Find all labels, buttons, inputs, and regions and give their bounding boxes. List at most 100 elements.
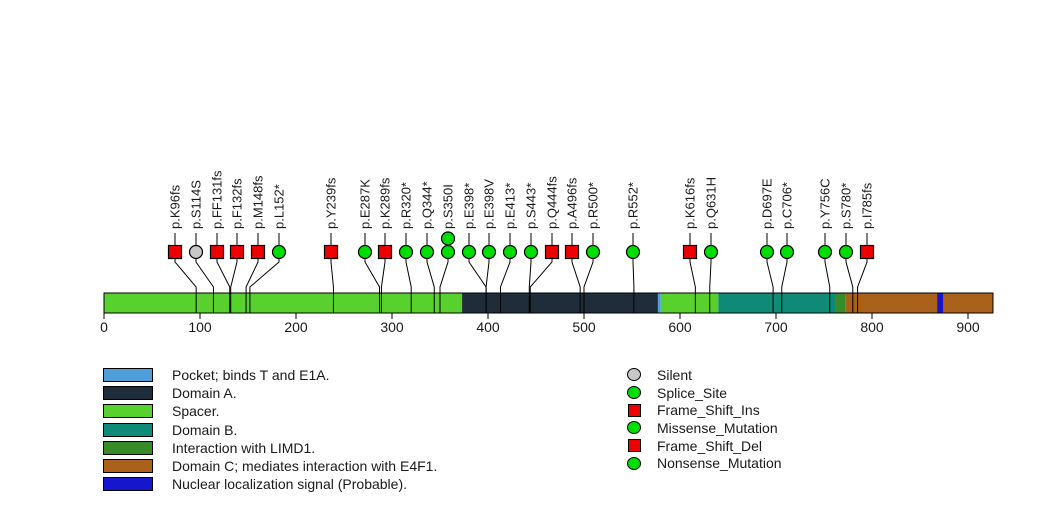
mutation-label: p.K616fs (683, 177, 698, 229)
axis-tick-label: 500 (572, 319, 596, 335)
lollipop-connector (485, 258, 490, 313)
mutation-marker-square (229, 244, 245, 260)
mutation-label: p.R552* (626, 182, 641, 229)
axis-tick-label: 0 (100, 319, 108, 335)
lollipop-connector (230, 258, 238, 313)
mutation-label: p.K96fs (168, 184, 183, 229)
domain-legend: Pocket; binds T and E1A.Domain A.Spacer.… (103, 366, 437, 493)
lollipop-connector (781, 258, 788, 313)
mutation-type-marker-circle (627, 386, 641, 400)
domain-swatch-spacer (103, 404, 153, 419)
mutation-label: p.Q344* (420, 181, 435, 229)
lollipop-connector (571, 258, 581, 313)
mutation-type-legend-label: Silent (657, 366, 693, 383)
lollipop-connector (216, 258, 231, 313)
lollipop-connector (364, 258, 381, 313)
mutation-marker-circle (523, 244, 539, 260)
mutation-marker-square (564, 244, 580, 260)
lollipop-connector (245, 258, 259, 313)
lollipop-connector (426, 258, 435, 313)
lollipop-connector (857, 258, 868, 313)
mutation-label: p.R500* (586, 182, 601, 229)
lollipop-connector (195, 258, 214, 313)
mutation-type-legend-label: Splice_Site (657, 384, 728, 401)
mutation-label: p.Y239fs (324, 177, 339, 229)
lollipop-connector (528, 258, 532, 313)
mutation-label: p.C706* (780, 182, 795, 229)
mutation-marker-circle (461, 244, 477, 260)
domain-legend-label: Interaction with LIMD1. (172, 439, 316, 456)
mutation-marker-square (209, 244, 225, 260)
mutation-label: p.E398V (482, 179, 497, 229)
lollipop-connector (249, 258, 280, 313)
mutation-type-legend-row: Missense_Mutation (627, 419, 782, 437)
mutation-marker-circle (779, 244, 795, 260)
domain-segment-limd1 (835, 293, 846, 313)
mutation-type-legend-row: Silent (627, 366, 782, 384)
mutation-label: p.S780* (839, 183, 854, 229)
lollipop-connector (405, 258, 412, 313)
mutation-label: p.D697E (760, 178, 775, 229)
mutation-type-legend-label: Frame_Shift_Del (657, 437, 763, 454)
domain-segment-nls (937, 293, 944, 313)
lollipop-connector (439, 258, 449, 313)
mutation-marker-circle (585, 244, 601, 260)
mutation-label: p.A496fs (565, 177, 580, 229)
axis-tick-label: 600 (668, 319, 692, 335)
domain-segment-spacer (660, 293, 719, 313)
mutation-type-marker-square (628, 439, 641, 453)
mutation-marker-square (682, 244, 698, 260)
lollipop-connector (174, 258, 197, 313)
mutation-marker-circle (419, 244, 435, 260)
mutation-label: p.L152* (272, 184, 287, 229)
mutation-label: p.Y756C (818, 178, 833, 229)
mutation-label: p.E398* (462, 183, 477, 229)
domain-swatch-domain_a (103, 386, 153, 401)
domain-legend-row: Domain C; mediates interaction with E4F1… (103, 457, 437, 475)
lollipop-connector (380, 258, 386, 313)
mutation-type-marker-circle (627, 368, 641, 382)
mutation-marker-circle (838, 244, 854, 260)
lollipop-connector (330, 258, 334, 313)
mutation-label: p.Q444fs (545, 176, 560, 229)
mutation-marker-circle (188, 244, 204, 260)
mutation-type-legend-row: Splice_Site (627, 384, 782, 402)
axis-tick-label: 900 (956, 319, 980, 335)
mutation-type-marker-square (628, 403, 641, 417)
protein-track-outline (103, 292, 994, 314)
mutation-marker-square (167, 244, 183, 260)
mutation-label: p.FF131fs (210, 170, 225, 229)
domain-swatch-nls (103, 477, 153, 492)
domain-segment-domain_a (462, 293, 658, 313)
domain-legend-row: Domain A. (103, 384, 437, 402)
lollipop-connector (845, 258, 854, 313)
axis-tick-label: 100 (188, 319, 212, 335)
mutation-label: p.K289fs (378, 177, 393, 229)
mutation-marker-circle (440, 244, 456, 260)
domain-segment-spacer (104, 293, 463, 313)
mutation-label: p.I785fs (860, 182, 875, 229)
mutation-label: p.S114S (189, 180, 204, 229)
mutation-label: p.M148fs (251, 175, 266, 229)
mutation-type-legend-label: Nonsense_Mutation (657, 455, 782, 472)
domain-swatch-limd1 (103, 440, 153, 455)
domain-legend-row: Nuclear localization signal (Probable). (103, 475, 437, 493)
lollipop-connector (689, 258, 696, 313)
mutation-label: p.S443* (524, 183, 539, 229)
mutation-label: p.F132fs (230, 178, 245, 229)
lollipop-connector (529, 258, 553, 313)
mutation-label: p.E413* (503, 183, 518, 229)
domain-swatch-domain_c (103, 459, 153, 474)
domain-legend-label: Domain C; mediates interaction with E4F1… (172, 458, 438, 475)
domain-legend-label: Domain B. (172, 421, 238, 438)
domain-legend-label: Pocket; binds T and E1A. (172, 367, 330, 384)
lollipop-connector (824, 258, 831, 313)
domain-swatch-pocket (103, 368, 153, 383)
mutation-marker-circle (398, 244, 414, 260)
mutation-type-legend-label: Missense_Mutation (657, 419, 778, 436)
mutation-marker-circle (357, 244, 373, 260)
lollipop-connector (499, 258, 511, 313)
axis-tick-label: 400 (476, 319, 500, 335)
mutation-label: p.E287K (358, 179, 373, 229)
